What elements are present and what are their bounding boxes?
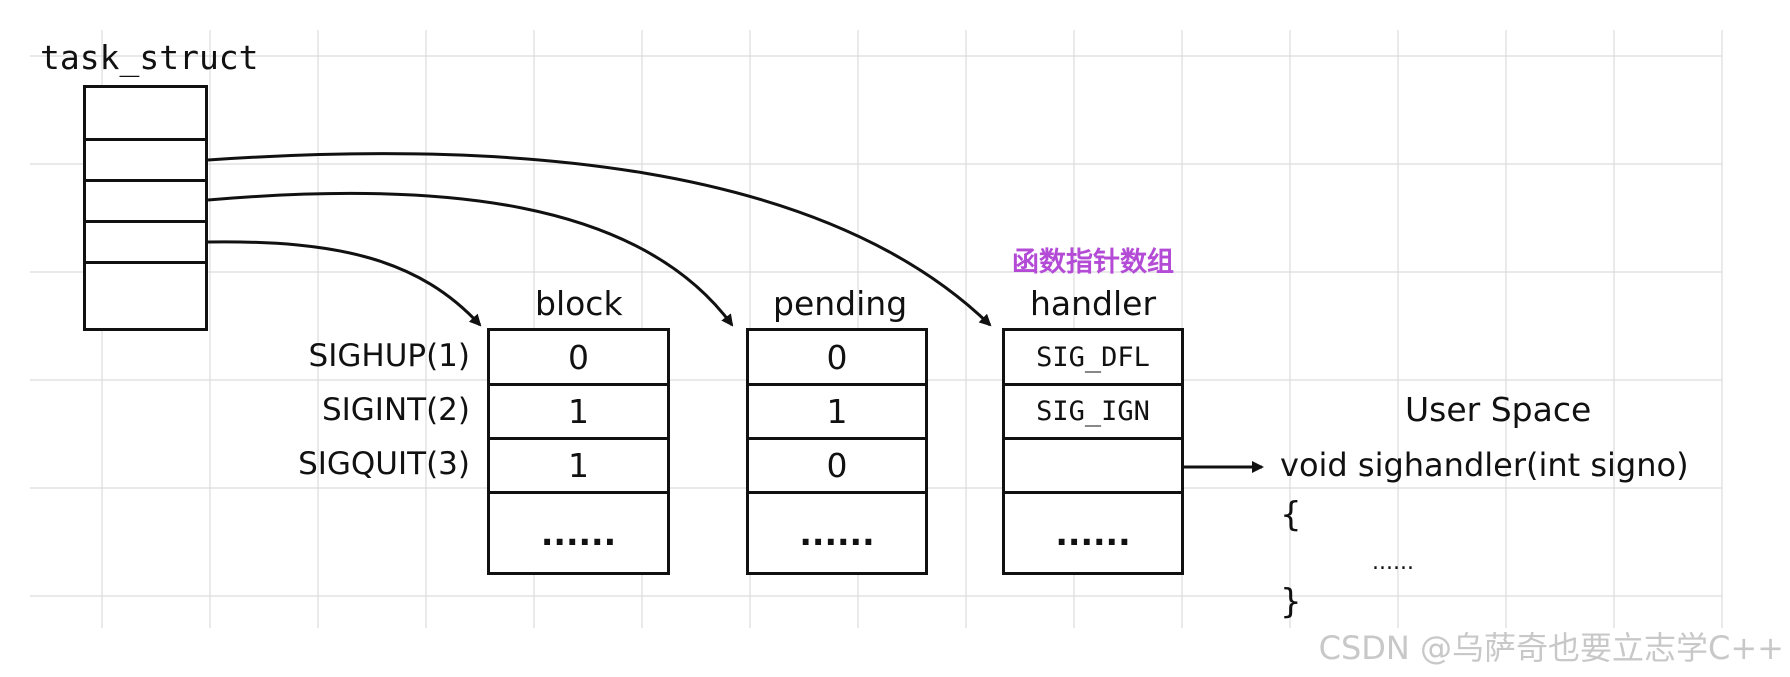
handler-cell: SIG_DFL <box>1005 331 1181 386</box>
pending-cell: ...... <box>799 513 875 553</box>
user-space-title: User Space <box>1405 390 1592 429</box>
open-brace: { <box>1280 495 1302 535</box>
signal-label-sighup: SIGHUP(1) <box>308 338 470 374</box>
pending-cell: 0 <box>749 440 925 494</box>
block-cell: 0 <box>490 331 667 386</box>
task-struct-row <box>86 141 205 182</box>
handler-cell: SIG_IGN <box>1005 386 1181 440</box>
signal-labels: SIGHUP(1) SIGINT(2) SIGQUIT(3) <box>200 330 470 495</box>
arrow-to-handler <box>207 152 992 327</box>
pending-cell: 1 <box>749 386 925 440</box>
task-struct-row <box>86 88 205 141</box>
block-cell: 1 <box>490 440 667 494</box>
signal-label-sigquit: SIGQUIT(3) <box>298 446 470 482</box>
task-struct-row <box>86 182 205 223</box>
block-table: 0 1 1 ...... <box>487 328 670 575</box>
handler-cell <box>1005 440 1181 494</box>
signal-label-sigint: SIGINT(2) <box>321 392 470 428</box>
handler-cell: ...... <box>1055 513 1131 553</box>
arrow-to-block <box>207 240 482 327</box>
task-struct-row <box>86 264 205 328</box>
handler-header: handler <box>1030 284 1157 323</box>
arrow-to-pending <box>207 191 734 327</box>
watermark: CSDN @乌萨奇也要立志学C++ <box>1318 629 1784 667</box>
task-struct-row <box>86 223 205 264</box>
pending-cell: 0 <box>749 331 925 386</box>
handler-annotation: 函数指针数组 <box>1012 247 1174 278</box>
task-struct-box <box>83 85 208 331</box>
handler-signature: void sighandler(int signo) <box>1280 446 1689 484</box>
block-header: block <box>535 284 623 323</box>
pending-header: pending <box>773 284 908 323</box>
block-cell: 1 <box>490 386 667 440</box>
handler-body: ...... <box>1372 550 1414 575</box>
task-struct-title: task_struct <box>40 38 259 77</box>
handler-table: SIG_DFL SIG_IGN ...... <box>1002 328 1184 575</box>
block-cell: ...... <box>540 513 617 553</box>
close-brace: } <box>1280 582 1302 622</box>
pending-table: 0 1 0 ...... <box>746 328 928 575</box>
